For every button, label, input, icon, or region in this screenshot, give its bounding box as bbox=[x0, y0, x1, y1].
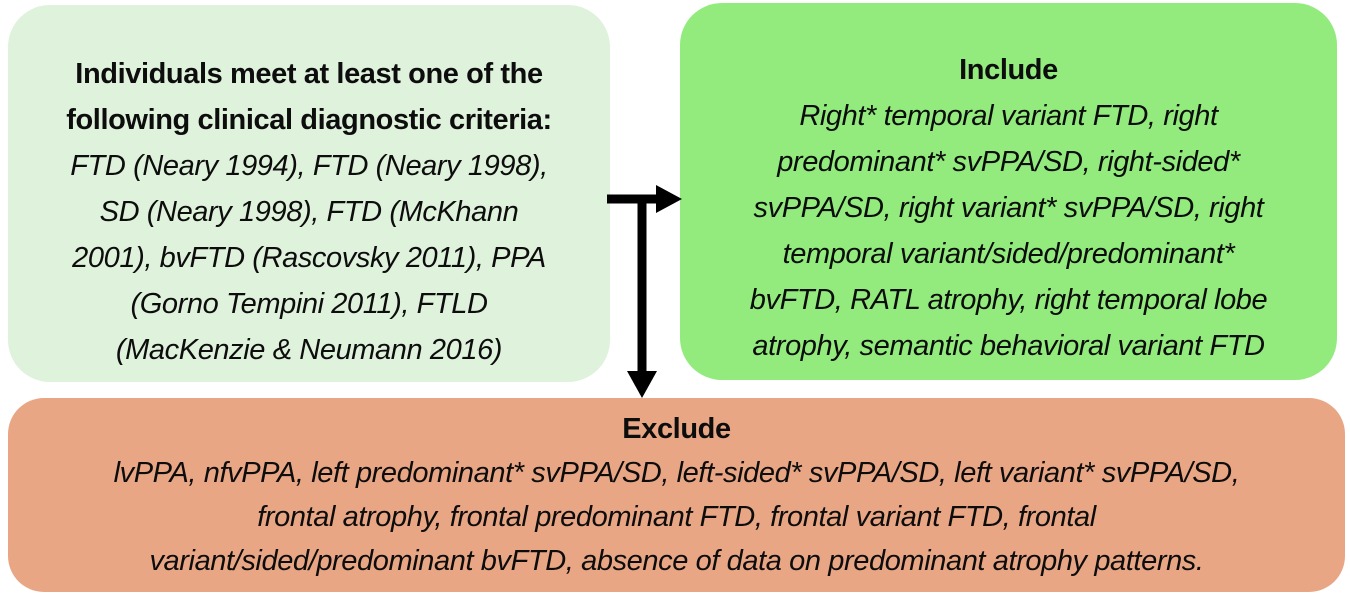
clinical-criteria-body: FTD (Neary 1994), FTD (Neary 1998), SD (N… bbox=[24, 143, 594, 373]
text-line: Individuals meet at least one of the bbox=[75, 58, 543, 90]
text-line: FTD (Neary 1994), FTD (Neary 1998), bbox=[70, 150, 548, 182]
include-box: Include Right* temporal variant FTD, rig… bbox=[680, 3, 1337, 380]
exclude-title: Exclude bbox=[622, 413, 731, 445]
text-line: frontal atrophy, frontal predominant FTD… bbox=[257, 501, 1096, 533]
text-line: (Gorno Tempini 2011), FTLD bbox=[130, 288, 488, 320]
text-line: following clinical diagnostic criteria: bbox=[66, 104, 552, 136]
arrow-to-exclude-icon bbox=[627, 195, 657, 398]
clinical-criteria-box: Individuals meet at least one of the foll… bbox=[8, 5, 610, 382]
clinical-criteria-heading: Individuals meet at least one of the foll… bbox=[24, 51, 594, 143]
exclude-body: lvPPA, nfvPPA, left predominant* svPPA/S… bbox=[28, 451, 1325, 583]
text-line: variant/sided/predominant bvFTD, absence… bbox=[149, 545, 1204, 577]
text-line: (MacKenzie & Neumann 2016) bbox=[115, 334, 503, 366]
include-title: Include bbox=[959, 54, 1058, 86]
text-line: bvFTD, RATL atrophy, right temporal lobe bbox=[749, 284, 1268, 316]
text-line: predominant* svPPA/SD, right-sided* bbox=[777, 146, 1240, 178]
include-body: Right* temporal variant FTD, right predom… bbox=[698, 93, 1319, 369]
text-line: 2001), bvFTD (Rascovsky 2011), PPA bbox=[72, 242, 546, 274]
text-line: svPPA/SD, right variant* svPPA/SD, right bbox=[753, 192, 1264, 224]
text-line: Right* temporal variant FTD, right bbox=[799, 100, 1218, 132]
text-line: SD (Neary 1998), FTD (McKhann bbox=[99, 196, 519, 228]
arrow-to-include-icon bbox=[607, 185, 682, 213]
text-line: temporal variant/sided/predominant* bbox=[782, 238, 1235, 270]
exclude-box: Exclude lvPPA, nfvPPA, left predominant*… bbox=[8, 398, 1345, 592]
text-line: atrophy, semantic behavioral variant FTD bbox=[752, 330, 1265, 362]
text-line: lvPPA, nfvPPA, left predominant* svPPA/S… bbox=[113, 457, 1240, 489]
